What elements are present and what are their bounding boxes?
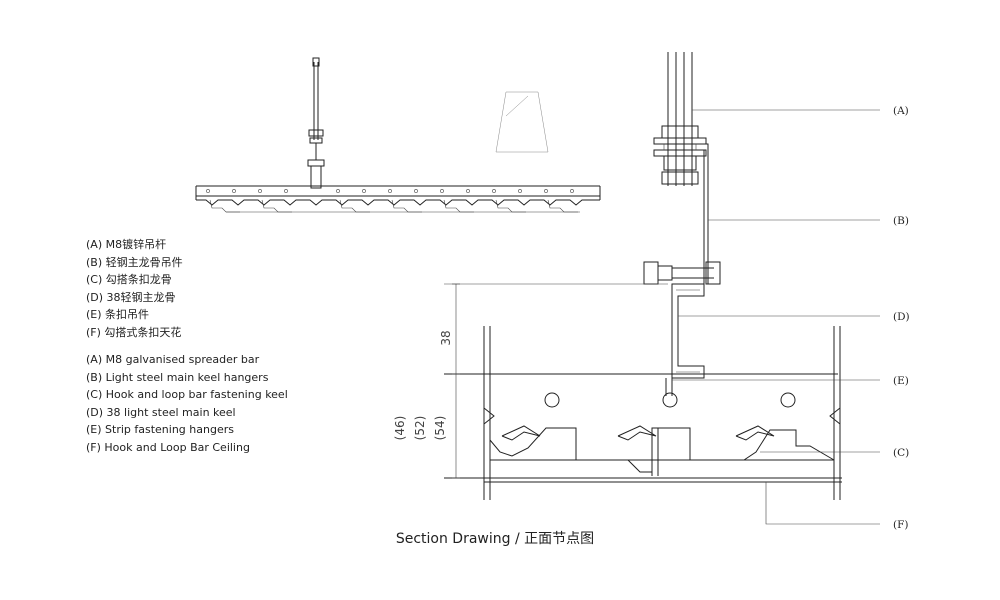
callout-f: (F): [893, 519, 908, 531]
overview-hanger-rod: [307, 57, 325, 189]
section-drawing: 38 (46) (52) (54) (A) (B) (D) (E) (C) (F…: [393, 52, 910, 531]
hanger-strip: [700, 143, 709, 284]
legend-item-c-en: (C) Hook and loop bar fastening keel: [86, 388, 288, 402]
overview-hooks: [209, 199, 580, 213]
legend-item-d-en: (D) 38 light steel main keel: [86, 405, 236, 419]
legend-item-d-zh: (D) 38轻钢主龙骨: [86, 290, 176, 304]
dimension-lines: [444, 283, 668, 479]
legend-item-a-en: (A) M8 galvanised spreader bar: [86, 353, 260, 366]
overview-channel: [195, 185, 601, 206]
legend-item-b-zh: (B) 轻钢主龙骨吊件: [86, 255, 183, 269]
leader-lines: [672, 109, 880, 525]
dimension-52: (52): [413, 416, 427, 441]
legend-item-b-en: (B) Light steel main keel hangers: [86, 370, 269, 384]
overview-faint-sketch: [495, 91, 549, 153]
threaded-rod: [667, 52, 693, 186]
dimension-46: (46): [393, 416, 407, 441]
callout-e: (E): [893, 375, 909, 387]
callout-d: (D): [893, 311, 910, 323]
legend-english: (A) M8 galvanised spreader bar (B) Light…: [86, 351, 288, 457]
carrier-keel: [444, 326, 841, 480]
legend-item-f-zh: (F) 勾搭式条扣天花: [86, 325, 182, 339]
top-nut-assembly: [653, 125, 707, 185]
legend-item-e-zh: (E) 条扣吊件: [86, 308, 150, 322]
main-keel-channel: [671, 283, 705, 379]
legend-item-f-en: (F) Hook and Loop Bar Ceiling: [86, 440, 250, 454]
overview-drawing: [195, 57, 601, 213]
callout-a: (A): [893, 105, 909, 117]
legend-item-a-zh: (A) M8镀锌吊杆: [86, 238, 167, 251]
callout-c: (C): [893, 447, 909, 459]
bolt-assembly: [643, 261, 721, 285]
drawing-caption: Section Drawing / 正面节点图: [395, 531, 595, 547]
legend-chinese: (A) M8镀锌吊杆 (B) 轻钢主龙骨吊件 (C) 勾搭条扣龙骨 (D) 38…: [86, 236, 183, 342]
overview-holes: [206, 189, 574, 193]
ceiling-panel: [444, 476, 842, 500]
legend-item-c-zh: (C) 勾搭条扣龙骨: [86, 273, 172, 287]
callout-b: (B): [893, 215, 909, 227]
dimension-38: 38: [439, 330, 453, 345]
legend-item-e-en: (E) Strip fastening hangers: [86, 423, 234, 437]
dimension-54: (54): [433, 416, 447, 441]
